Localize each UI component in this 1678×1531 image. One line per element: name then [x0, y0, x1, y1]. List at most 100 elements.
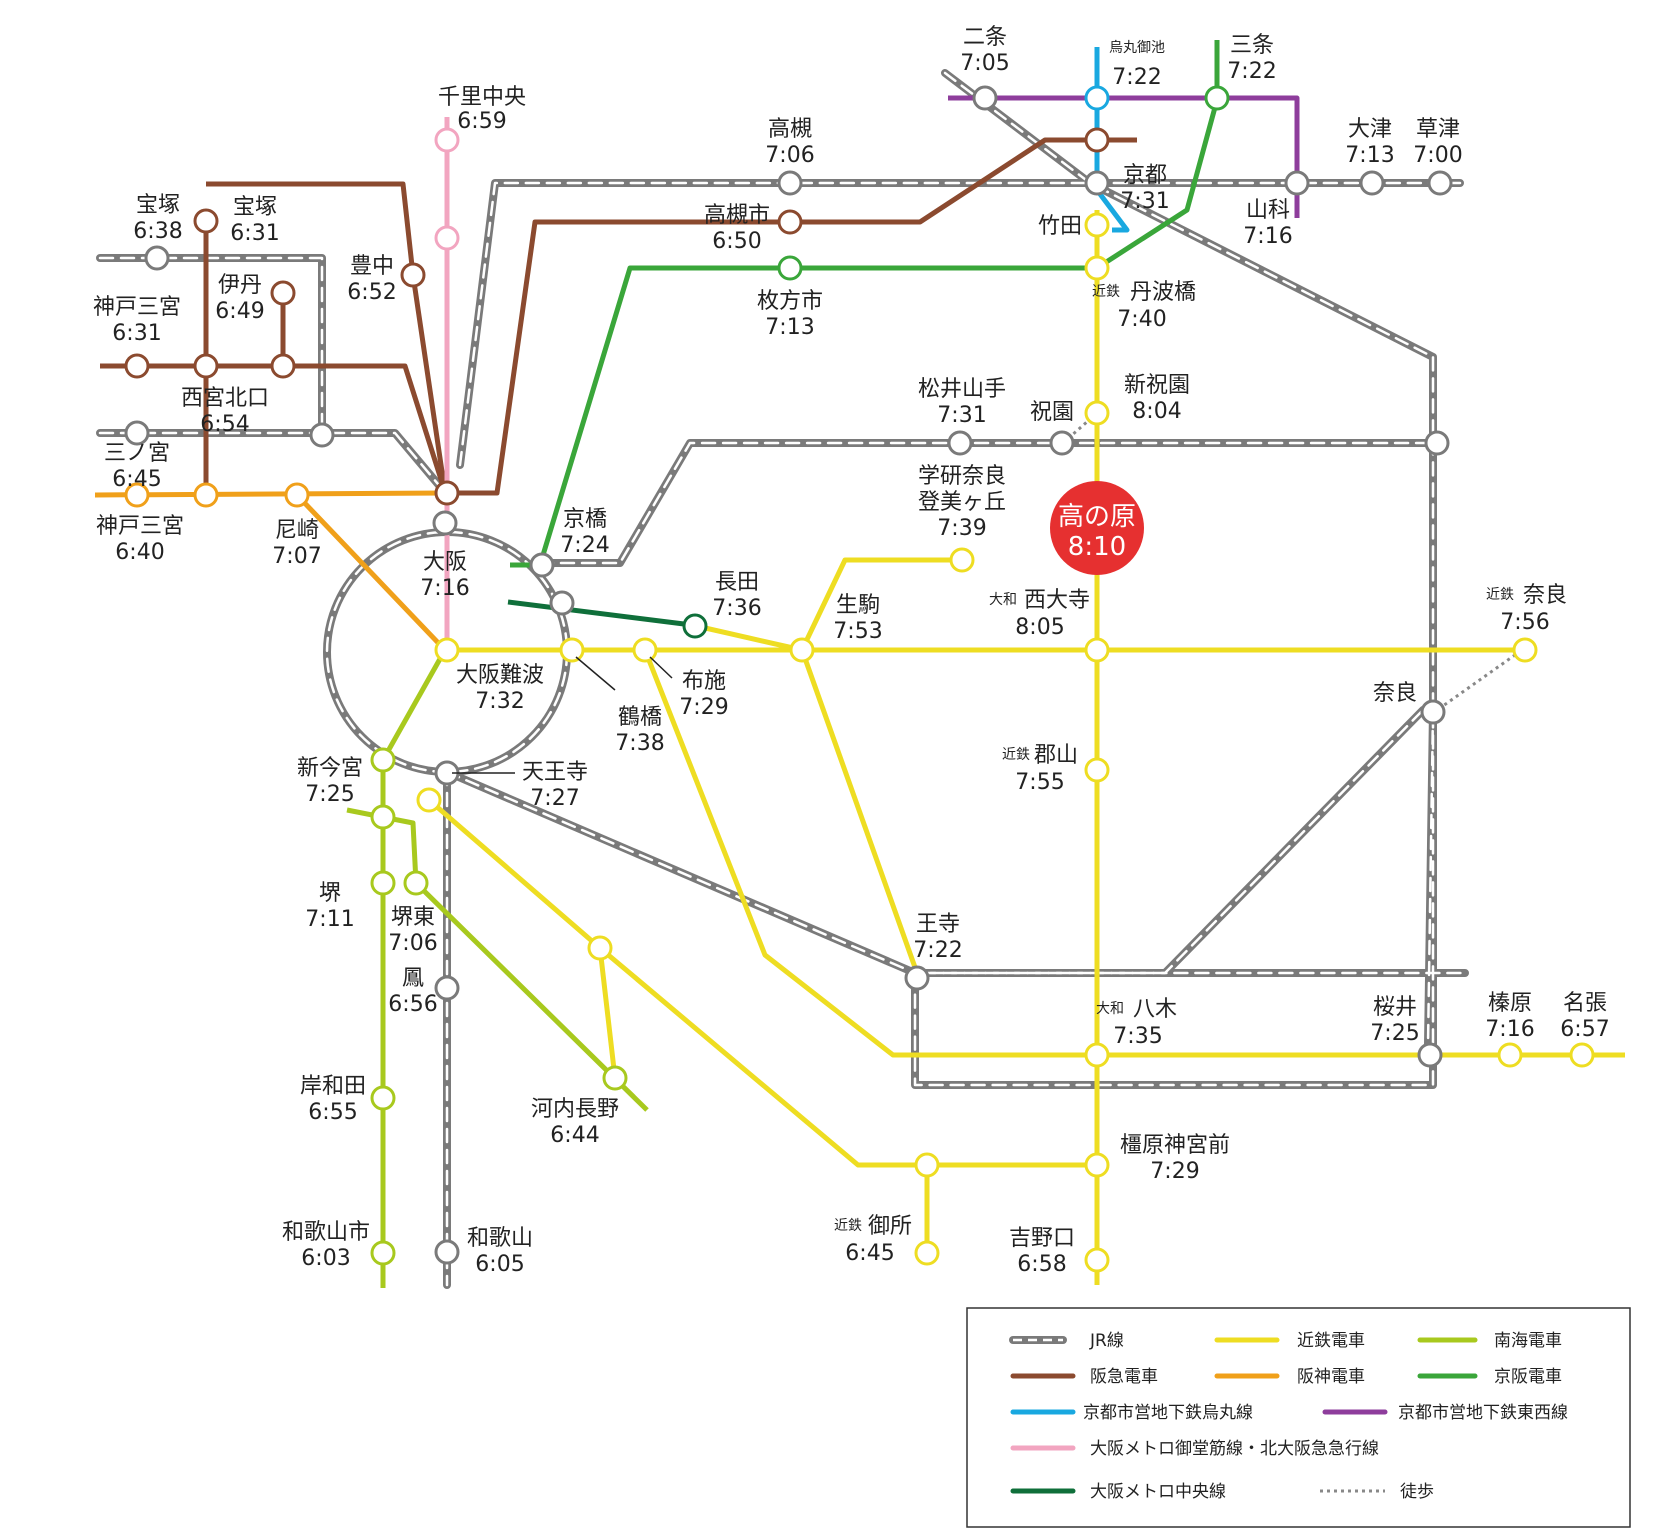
station-name: 大阪難波 — [456, 663, 544, 688]
station-takatsuki: 高槻7:06 — [765, 117, 814, 168]
station-time: 7:05 — [960, 51, 1009, 76]
station-kyobashi: 京橋7:24 — [560, 507, 609, 558]
station-kyoto: 京都7:31 — [1120, 163, 1169, 214]
station-osaka: 大阪7:16 — [420, 550, 469, 601]
legend-label: 大阪メトロ中央線 — [1090, 1482, 1226, 1502]
legend-hanshin: 阪神電車 — [1214, 1367, 1365, 1387]
station-name: 橿原神宮前 — [1120, 1133, 1230, 1158]
station-name: 宝塚 — [136, 193, 180, 218]
station-name-2: 登美ヶ丘 — [918, 490, 1006, 515]
station-name: 草津 — [1416, 117, 1460, 142]
station-name: 京都 — [1123, 163, 1167, 188]
station-name: 枚方市 — [757, 289, 823, 314]
station-time: 6:31 — [230, 221, 279, 246]
station-time: 6:44 — [550, 1123, 599, 1148]
station-name: 山科 — [1246, 198, 1290, 223]
station-otsu: 大津7:13 — [1345, 117, 1394, 168]
station-time: 7:22 — [913, 938, 962, 963]
legend-hankyu: 阪急電車 — [1010, 1367, 1158, 1387]
station-tsuruhashi: 鶴橋7:38 — [615, 705, 664, 756]
station-name: 竹田 — [1038, 214, 1082, 239]
station-name: 桜井 — [1373, 995, 1417, 1020]
station-time: 7:31 — [937, 403, 986, 428]
station-name: 天王寺 — [522, 760, 588, 785]
station-time: 6:38 — [133, 219, 182, 244]
karasuma-line — [1094, 47, 1130, 233]
station-name: 松井山手 — [918, 377, 1006, 402]
station-prefix: 大和 — [1096, 1001, 1124, 1017]
station-name: 西宮北口 — [181, 386, 269, 411]
station-name: 西大寺 — [1024, 588, 1090, 613]
legend-keihan: 京阪電車 — [1417, 1367, 1562, 1387]
station-name: 高槻市 — [704, 203, 770, 228]
walk-links — [1062, 411, 1523, 715]
station-time: 6:58 — [1017, 1252, 1066, 1277]
station-kusatsu: 草津7:00 — [1413, 117, 1462, 168]
station-sakaihigashi: 堺東7:06 — [388, 905, 437, 956]
station-name: 新今宮 — [297, 756, 363, 781]
legend-label: 大阪メトロ御堂筋線・北大阪急急行線 — [1090, 1439, 1379, 1459]
station-time: 6:57 — [1560, 1017, 1609, 1042]
station-name: 鳳 — [402, 966, 424, 991]
station-prefix: 大和 — [989, 592, 1017, 608]
station-takarazuka-hk: 宝塚6:31 — [230, 195, 279, 246]
station-name: 三ノ宮 — [104, 441, 170, 466]
station-time: 7:06 — [388, 931, 437, 956]
station-yamashina: 山科7:16 — [1243, 198, 1292, 249]
station-name: 堺 — [319, 881, 341, 906]
station-prefix: 近鉄 — [1092, 284, 1120, 300]
legend-label: 阪急電車 — [1090, 1367, 1158, 1387]
station-name: 岸和田 — [300, 1074, 366, 1099]
station-time: 7:22 — [1227, 59, 1276, 84]
legend-chuo: 大阪メトロ中央線 — [1010, 1482, 1226, 1502]
legend-label: 南海電車 — [1494, 1331, 1562, 1351]
station-name: 鶴橋 — [618, 705, 662, 730]
station-time: 7:29 — [679, 695, 728, 720]
legend-tozai: 京都市営地下鉄東西線 — [1322, 1403, 1568, 1423]
station-time: 6:45 — [845, 1241, 894, 1266]
station-kintetsu-nara: 近鉄奈良7:56 — [1486, 583, 1567, 635]
station-nagata: 長田7:36 — [712, 570, 761, 621]
station-time: 7:00 — [1413, 143, 1462, 168]
station-name: 和歌山 — [467, 1226, 533, 1251]
station-time: 6:31 — [112, 321, 161, 346]
legend-kintetsu: 近鉄電車 — [1214, 1331, 1365, 1351]
station-name: 生駒 — [836, 593, 880, 618]
station-time: 7:16 — [1243, 224, 1292, 249]
station-time: 7:22 — [1112, 65, 1161, 90]
station-time: 7:32 — [475, 689, 524, 714]
station-time: 7:39 — [937, 516, 986, 541]
station-name: 大津 — [1348, 117, 1392, 142]
legend-label: 近鉄電車 — [1297, 1331, 1365, 1351]
station-time: 7:38 — [615, 731, 664, 756]
station-nabari: 名張6:57 — [1560, 991, 1609, 1042]
station-time: 7:13 — [765, 315, 814, 340]
station-name: 新祝園 — [1124, 373, 1190, 398]
station-time: 7:55 — [1015, 770, 1064, 795]
station-time: 6:55 — [308, 1100, 357, 1125]
station-time: 6:05 — [475, 1252, 524, 1277]
station-nijo: 二条7:05 — [960, 25, 1009, 76]
station-time: 7:40 — [1117, 307, 1166, 332]
legend-karasuma: 京都市営地下鉄烏丸線 — [1010, 1403, 1253, 1423]
station-time: 6:45 — [112, 467, 161, 492]
hub-station: 高の原 8:10 — [1050, 481, 1144, 575]
station-otori: 鳳6:56 — [388, 966, 437, 1017]
station-name: 名張 — [1563, 991, 1607, 1016]
station-name: 御所 — [868, 1214, 912, 1239]
chuo-line — [507, 599, 693, 628]
hub-name: 高の原 — [1058, 502, 1136, 532]
hanshin-lines — [94, 490, 447, 652]
station-name: 千里中央 — [438, 85, 526, 110]
station-name: 榛原 — [1488, 991, 1532, 1016]
legend-label: 徒歩 — [1400, 1482, 1434, 1502]
